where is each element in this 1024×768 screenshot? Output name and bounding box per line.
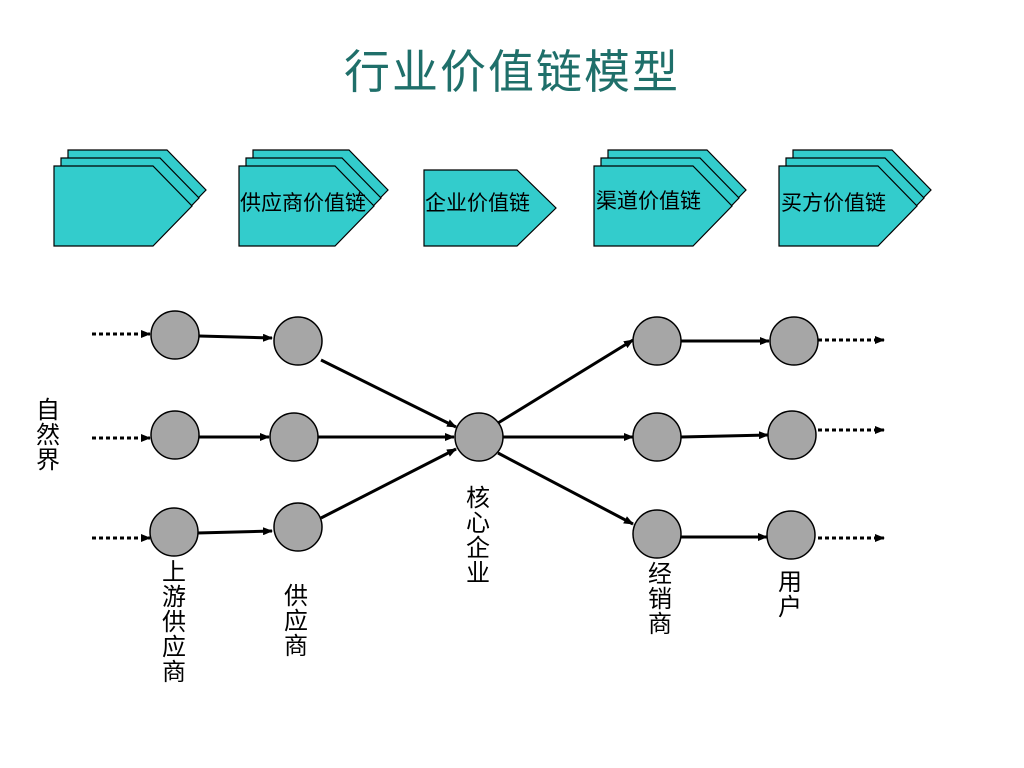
arrow-core-to-distributor	[497, 338, 634, 425]
connector-arrows	[196, 333, 770, 541]
nodes	[149, 310, 819, 560]
node-user	[766, 510, 816, 560]
chevron-label-buyer: 买方价值链	[781, 191, 886, 215]
node-supplier	[269, 412, 319, 462]
chevron-stack-buyer	[778, 149, 932, 247]
node-user	[767, 410, 817, 460]
chevron-label-channel: 渠道价值链	[596, 189, 701, 213]
dotted-entry-arrows	[92, 330, 151, 542]
label-core-enterprise: 核心企业	[466, 484, 490, 587]
node-core	[454, 412, 504, 462]
chevron-shape-front	[778, 165, 918, 247]
page-title: 行业价值链模型	[344, 45, 680, 99]
node-distributor	[632, 316, 682, 366]
chevron-label-supplier: 供应商价值链	[240, 191, 366, 215]
chevron-stack-supplier	[238, 149, 389, 247]
label-distributor: 经销商	[648, 560, 672, 638]
chevron-shape-front	[593, 165, 733, 247]
arrow-upstream-to-supplier	[198, 333, 273, 342]
arrow-supplier-to-core	[320, 447, 457, 520]
node-distributor	[632, 412, 682, 462]
chevron-stack-nature	[53, 149, 207, 247]
arrow-core-to-distributor	[497, 451, 634, 526]
node-user	[769, 316, 819, 366]
label-user: 用户	[778, 568, 802, 621]
node-upstream	[150, 310, 200, 360]
arrow-upstream-to-supplier	[196, 527, 273, 536]
chevron-shape-front	[423, 169, 557, 247]
arrow-supplier-to-core	[320, 358, 457, 429]
node-upstream	[149, 507, 199, 557]
node-upstream	[150, 410, 200, 460]
label-upstream-supplier: 上游供应商	[162, 558, 186, 686]
dotted-exit-arrows	[818, 336, 885, 542]
node-supplier	[273, 316, 323, 366]
label-supplier: 供应商	[284, 582, 308, 660]
chevron-enterprise	[423, 169, 557, 247]
chevron-label-enterprise: 企业价值链	[425, 191, 530, 215]
node-distributor	[632, 509, 682, 559]
chevron-stack-channel	[593, 149, 747, 247]
chevron-shape-front	[238, 165, 375, 247]
chevron-shape-front	[53, 165, 193, 247]
arrow-distributor-to-user	[680, 431, 769, 440]
node-supplier	[273, 502, 323, 552]
label-nature: 自然界	[36, 396, 60, 474]
